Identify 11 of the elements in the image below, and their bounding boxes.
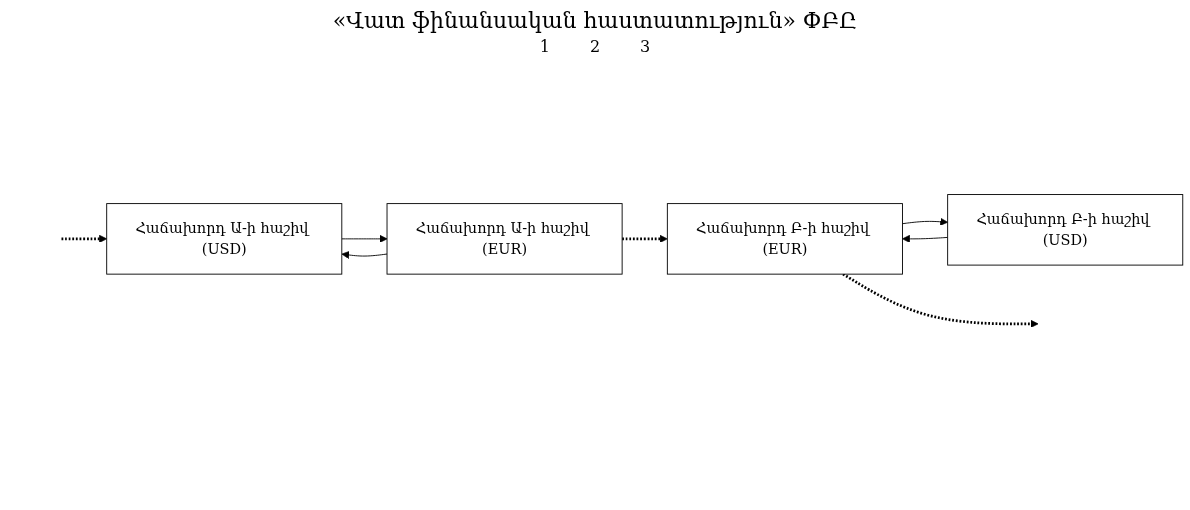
node-box: Հաճախորդ Բ-ի հաշիվ (USD) <box>947 194 1184 266</box>
arrow <box>622 234 668 243</box>
node-box: Հաճախորդ Բ-ի հաշիվ (EUR) <box>666 203 903 275</box>
callout-number: 1 <box>539 37 550 56</box>
arrow <box>61 234 108 243</box>
diagram-title: «Վատ ֆինանսական հաստատություն» ՓԲԸ <box>331 8 859 33</box>
arrow <box>842 273 1039 328</box>
callout-number: 2 <box>589 37 601 56</box>
callout-number: 3 <box>640 37 651 56</box>
node-box: Հաճախորդ Ա-ի հաշիվ (USD) <box>106 203 343 275</box>
node-box: Հաճախորդ Ա-ի հաշիվ (EUR) <box>386 203 623 275</box>
